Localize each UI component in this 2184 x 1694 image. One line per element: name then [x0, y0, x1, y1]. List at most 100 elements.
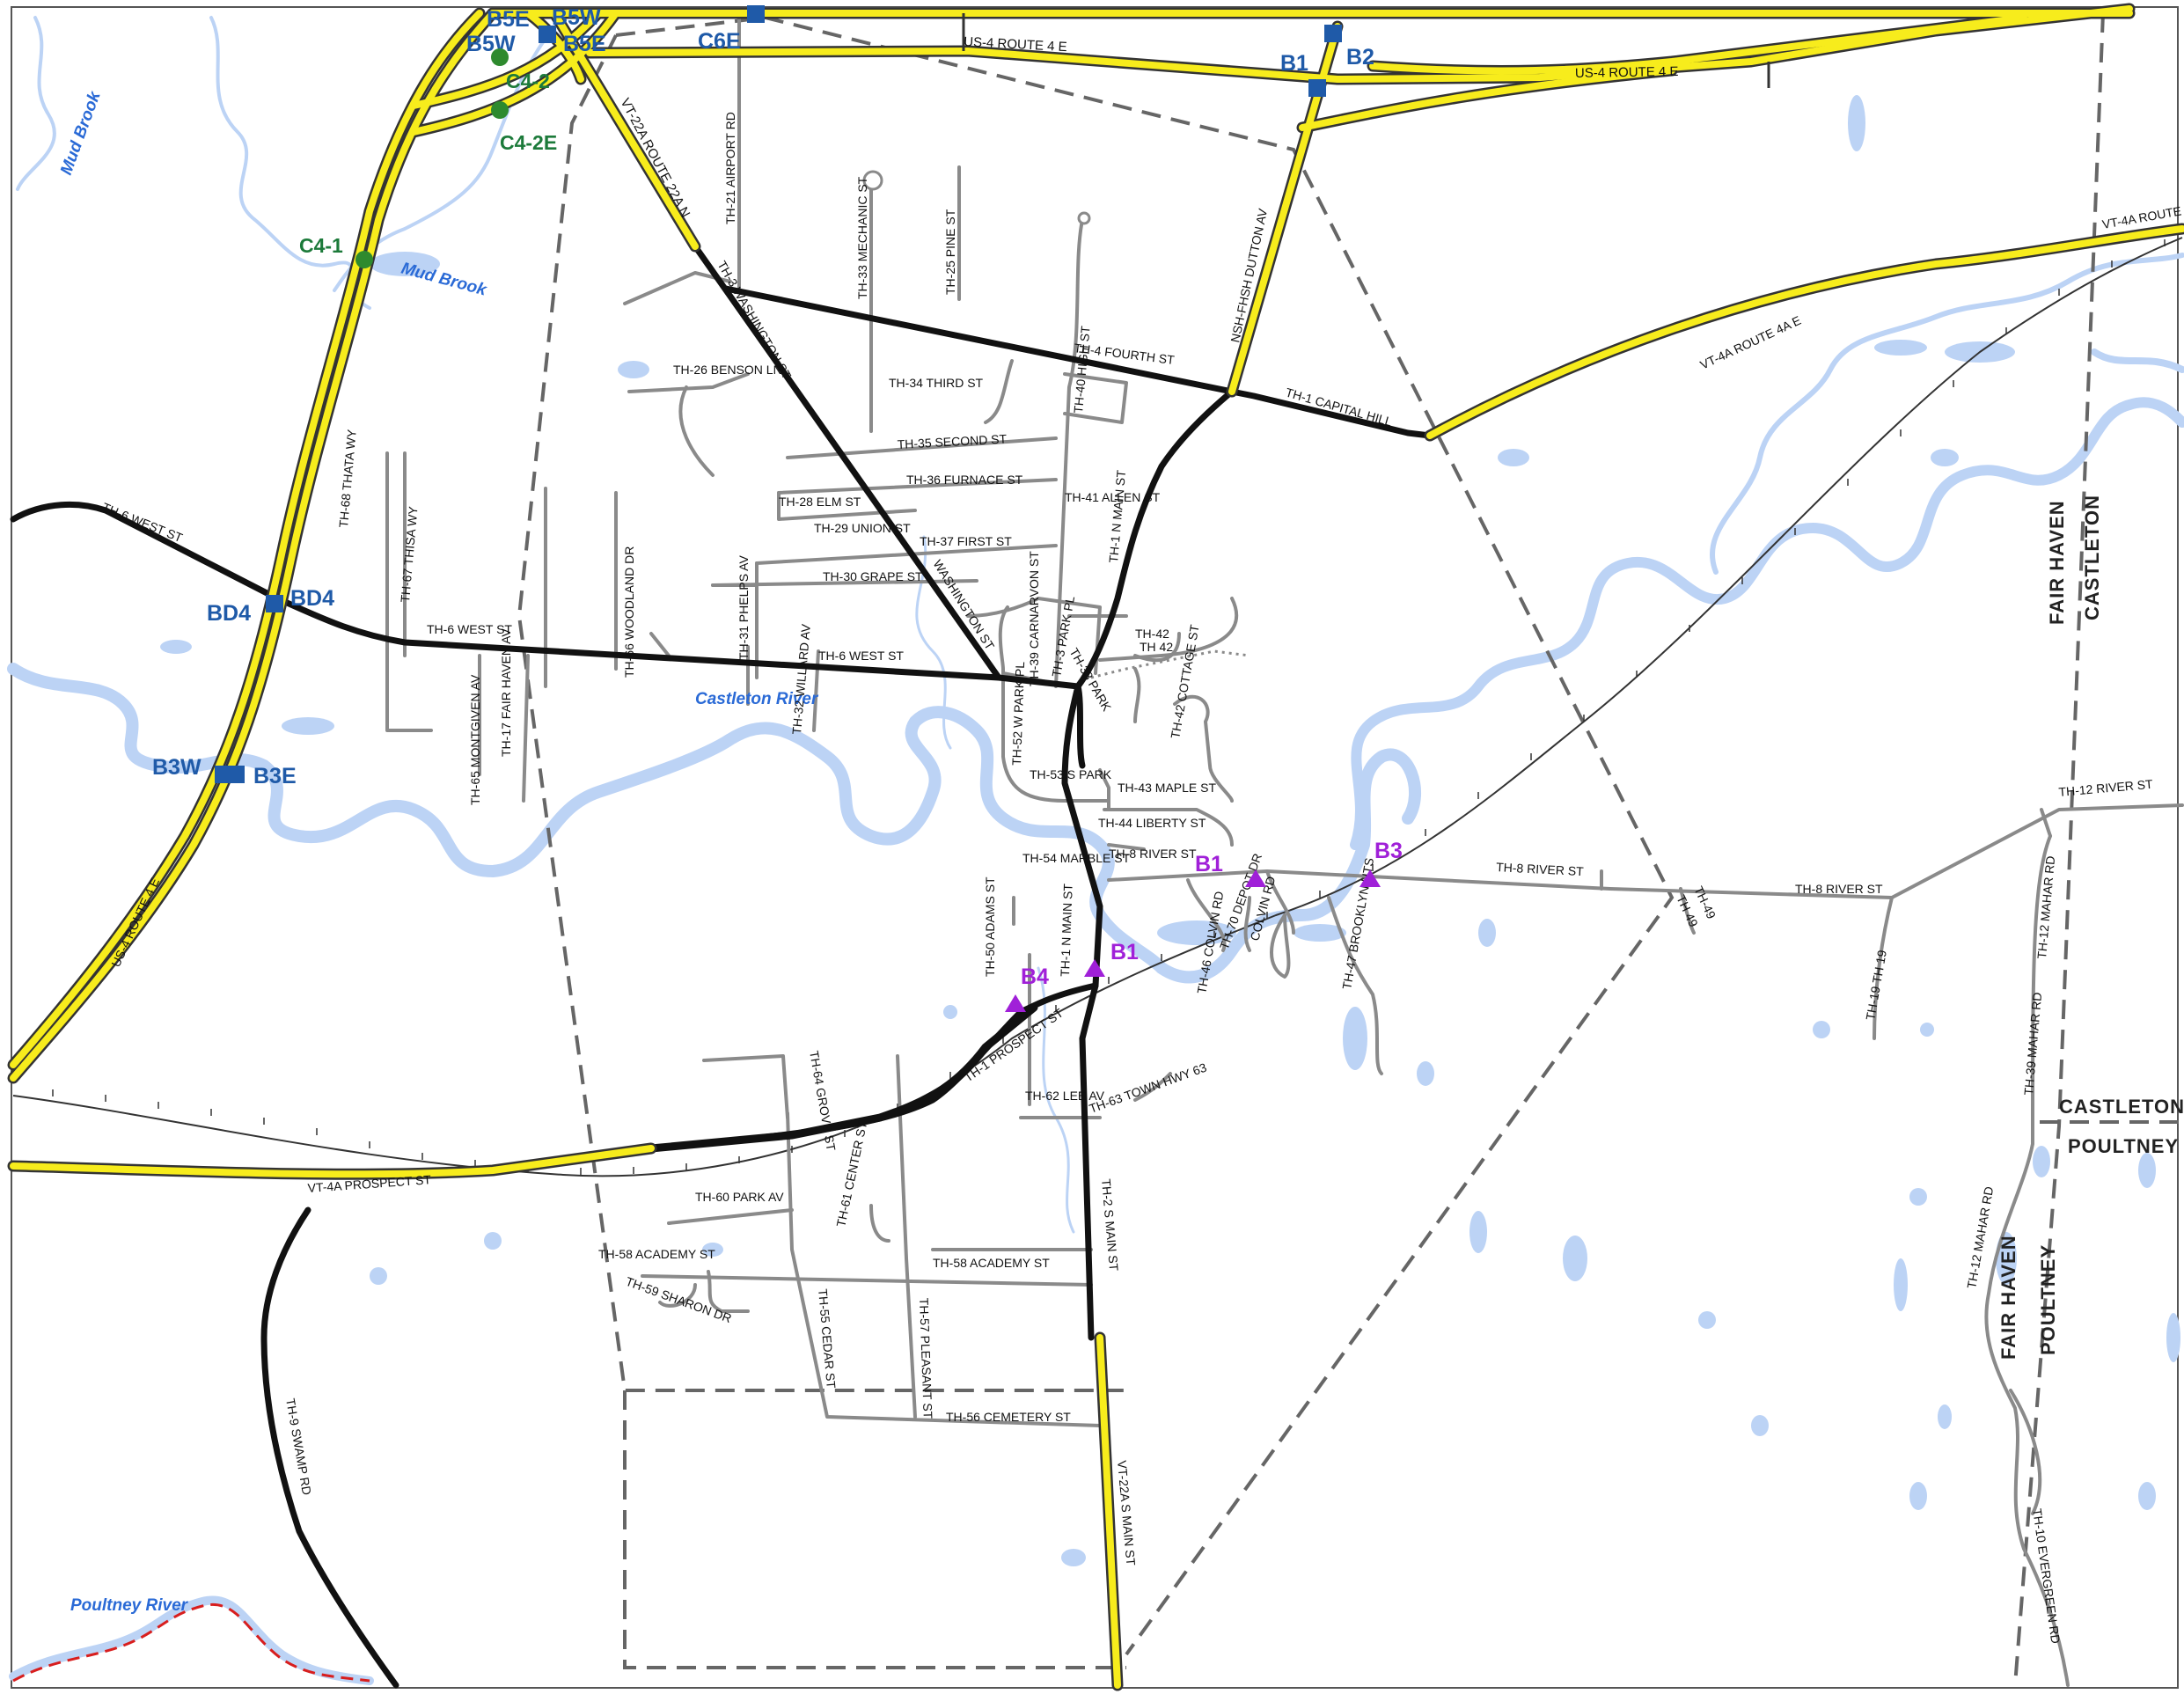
marker-b5e-a: B5E [487, 7, 530, 32]
state-line-red [12, 1603, 370, 1683]
highways [7, 3, 2184, 1691]
lbl-lee: TH-62 LEE AV [1025, 1089, 1105, 1103]
cul-de-sac [1077, 211, 1091, 225]
marker-c6e: C6E [698, 29, 741, 54]
lbl-carnarvon: TH-39 CARNARVON ST [1027, 551, 1041, 686]
us4-west-2 [10, 10, 483, 1068]
highway-connectors [962, 13, 1770, 88]
lbl-maple: TH-43 MAPLE ST [1118, 781, 1216, 795]
village-boundary-west [517, 34, 1126, 1392]
lbl-w-park: TH-52 W PARK PL [1009, 661, 1027, 766]
main-st-s [1079, 982, 1099, 1341]
ramp-east [1299, 67, 1675, 131]
town-poultney-1: POULTNEY [2068, 1135, 2179, 1157]
lbl-woodland: TH-66 WOODLAND DR [622, 546, 636, 678]
marker-square [1324, 25, 1342, 42]
lbl-first: TH-37 FIRST ST [920, 534, 1012, 548]
marker-square [227, 766, 245, 783]
lbl-cemetery: TH-56 CEMETERY ST [946, 1410, 1071, 1424]
green-markers [355, 48, 509, 268]
lbl-park-av: TH-60 PARK AV [695, 1190, 784, 1204]
lbl-river-mid: TH-8 RIVER ST [1496, 860, 1585, 878]
lbl-academy-w: TH-58 ACADEMY ST [598, 1247, 715, 1261]
lbl-elm: TH-28 ELM ST [779, 495, 861, 509]
marker-square [1308, 79, 1326, 97]
village-boundary-north [615, 15, 1675, 1656]
lbl-pine: TH-25 PINE ST [943, 209, 957, 295]
lbl-river-e: TH-8 RIVER ST [1795, 882, 1883, 896]
lbl-third: TH-34 THIRD ST [889, 376, 984, 390]
boundaries [517, 12, 2182, 1686]
poultney-river [9, 1595, 374, 1685]
town-fair-haven-1: FAIR HAVEN [2046, 500, 2068, 625]
town-poultney-2: POULTNEY [2037, 1244, 2059, 1355]
label-castleton-river: Castleton River [695, 690, 819, 708]
label-poultney-river: Poultney River [70, 1596, 189, 1615]
marker-b1: B1 [1280, 51, 1308, 76]
marker-square [747, 5, 765, 23]
marker-square [266, 595, 283, 612]
town-line-ns [2013, 12, 2105, 1686]
vt4a-east [1426, 225, 2184, 439]
town-fair-haven-2: FAIR HAVEN [1997, 1235, 2019, 1360]
ramp-2 [410, 10, 619, 136]
purple-marker-labels: B1 B3 B1 B4 [1021, 839, 1403, 989]
lbl-pleasant: TH-57 PLEASANT ST [917, 1298, 935, 1419]
marker-b2: B2 [1346, 45, 1374, 70]
castleton-river [7, 663, 1421, 984]
marker-bd4-b: BD4 [290, 586, 334, 611]
lbl-us4-a: US-4 ROUTE 4 E [964, 34, 1067, 55]
marker-b1-b: B1 [1110, 940, 1139, 964]
marker-b3: B3 [1374, 839, 1403, 863]
town-castleton-2: CASTLETON [2059, 1096, 2184, 1118]
marker-c4-1: C4-1 [299, 234, 343, 257]
lbl-adams: TH-50 ADAMS ST [983, 876, 997, 977]
blue-markers [215, 5, 1342, 783]
marker-b5w-b: B5W [466, 32, 516, 56]
lbl-marble: TH-54 MARBLE ST [1022, 851, 1131, 865]
lbl-second: TH-35 SECOND ST [897, 431, 1008, 451]
lbl-main-s: TH-1 N MAIN ST [1058, 883, 1075, 977]
ramp-1 [410, 10, 602, 109]
vt22a-north [551, 10, 699, 250]
lbl-benson: TH-26 BENSON LN [673, 363, 782, 377]
ramp-3 [524, 10, 584, 83]
lbl-us4-b: US-4 ROUTE 4 E [1575, 64, 1679, 81]
lbl-s-park: TH-53 S PARK [1030, 767, 1112, 781]
castleton-river-east [1350, 397, 2184, 850]
local-roads [385, 16, 2184, 1687]
lbl-th42-b: TH 42 [1140, 640, 1173, 654]
marker-b5w-a: B5W [552, 5, 601, 30]
marker-b3w: B3W [152, 755, 202, 780]
lbl-allen: TH-41 ALLEN ST [1065, 490, 1161, 504]
lbl-airport: TH-21 AIRPORT RD [723, 112, 737, 224]
capital-hill [1228, 388, 1433, 439]
lbl-phelps: TH-31 PHELPS AV [737, 555, 751, 660]
lbl-west-mid: TH-6 WEST ST [427, 622, 512, 636]
marker-bd4-a: BD4 [207, 601, 251, 626]
lbl-union: TH-29 UNION ST [814, 521, 911, 535]
swamp-rd [260, 1206, 399, 1689]
river-branch-ne [1709, 253, 2184, 575]
marker-b4: B4 [1021, 964, 1049, 989]
river-branch-e [2091, 348, 2184, 373]
lbl-montgiven: TH-65 MONTGIVEN AV [468, 674, 482, 805]
main-st [1061, 683, 1103, 989]
us4-route-4e-b [1369, 14, 2027, 75]
lbl-liberty: TH-44 LIBERTY ST [1098, 816, 1206, 830]
lbl-fairhaven: TH-17 FAIR HAVEN AV [499, 628, 513, 757]
lbl-furnace: TH-36 FURNACE ST [906, 473, 1023, 487]
lbl-west-e: TH-6 WEST ST [818, 649, 904, 663]
vt4a-prospect [10, 1145, 655, 1178]
us4-west [10, 10, 496, 1082]
lbl-mechanic: TH-33 MECHANIC ST [855, 176, 869, 299]
marker-b1-a: B1 [1195, 852, 1223, 876]
marker-c4-2e: C4-2E [500, 131, 557, 154]
marker-b3e: B3E [253, 764, 297, 788]
blue-marker-labels: B5E B5W B5W B5E C6E B1 B2 BD4 BD4 B3W B3… [152, 5, 1374, 788]
green-marker-labels: C4-2 C4-2E C4-1 [299, 70, 557, 257]
marker-square [539, 26, 556, 43]
marker-b5e-b: B5E [563, 32, 606, 56]
